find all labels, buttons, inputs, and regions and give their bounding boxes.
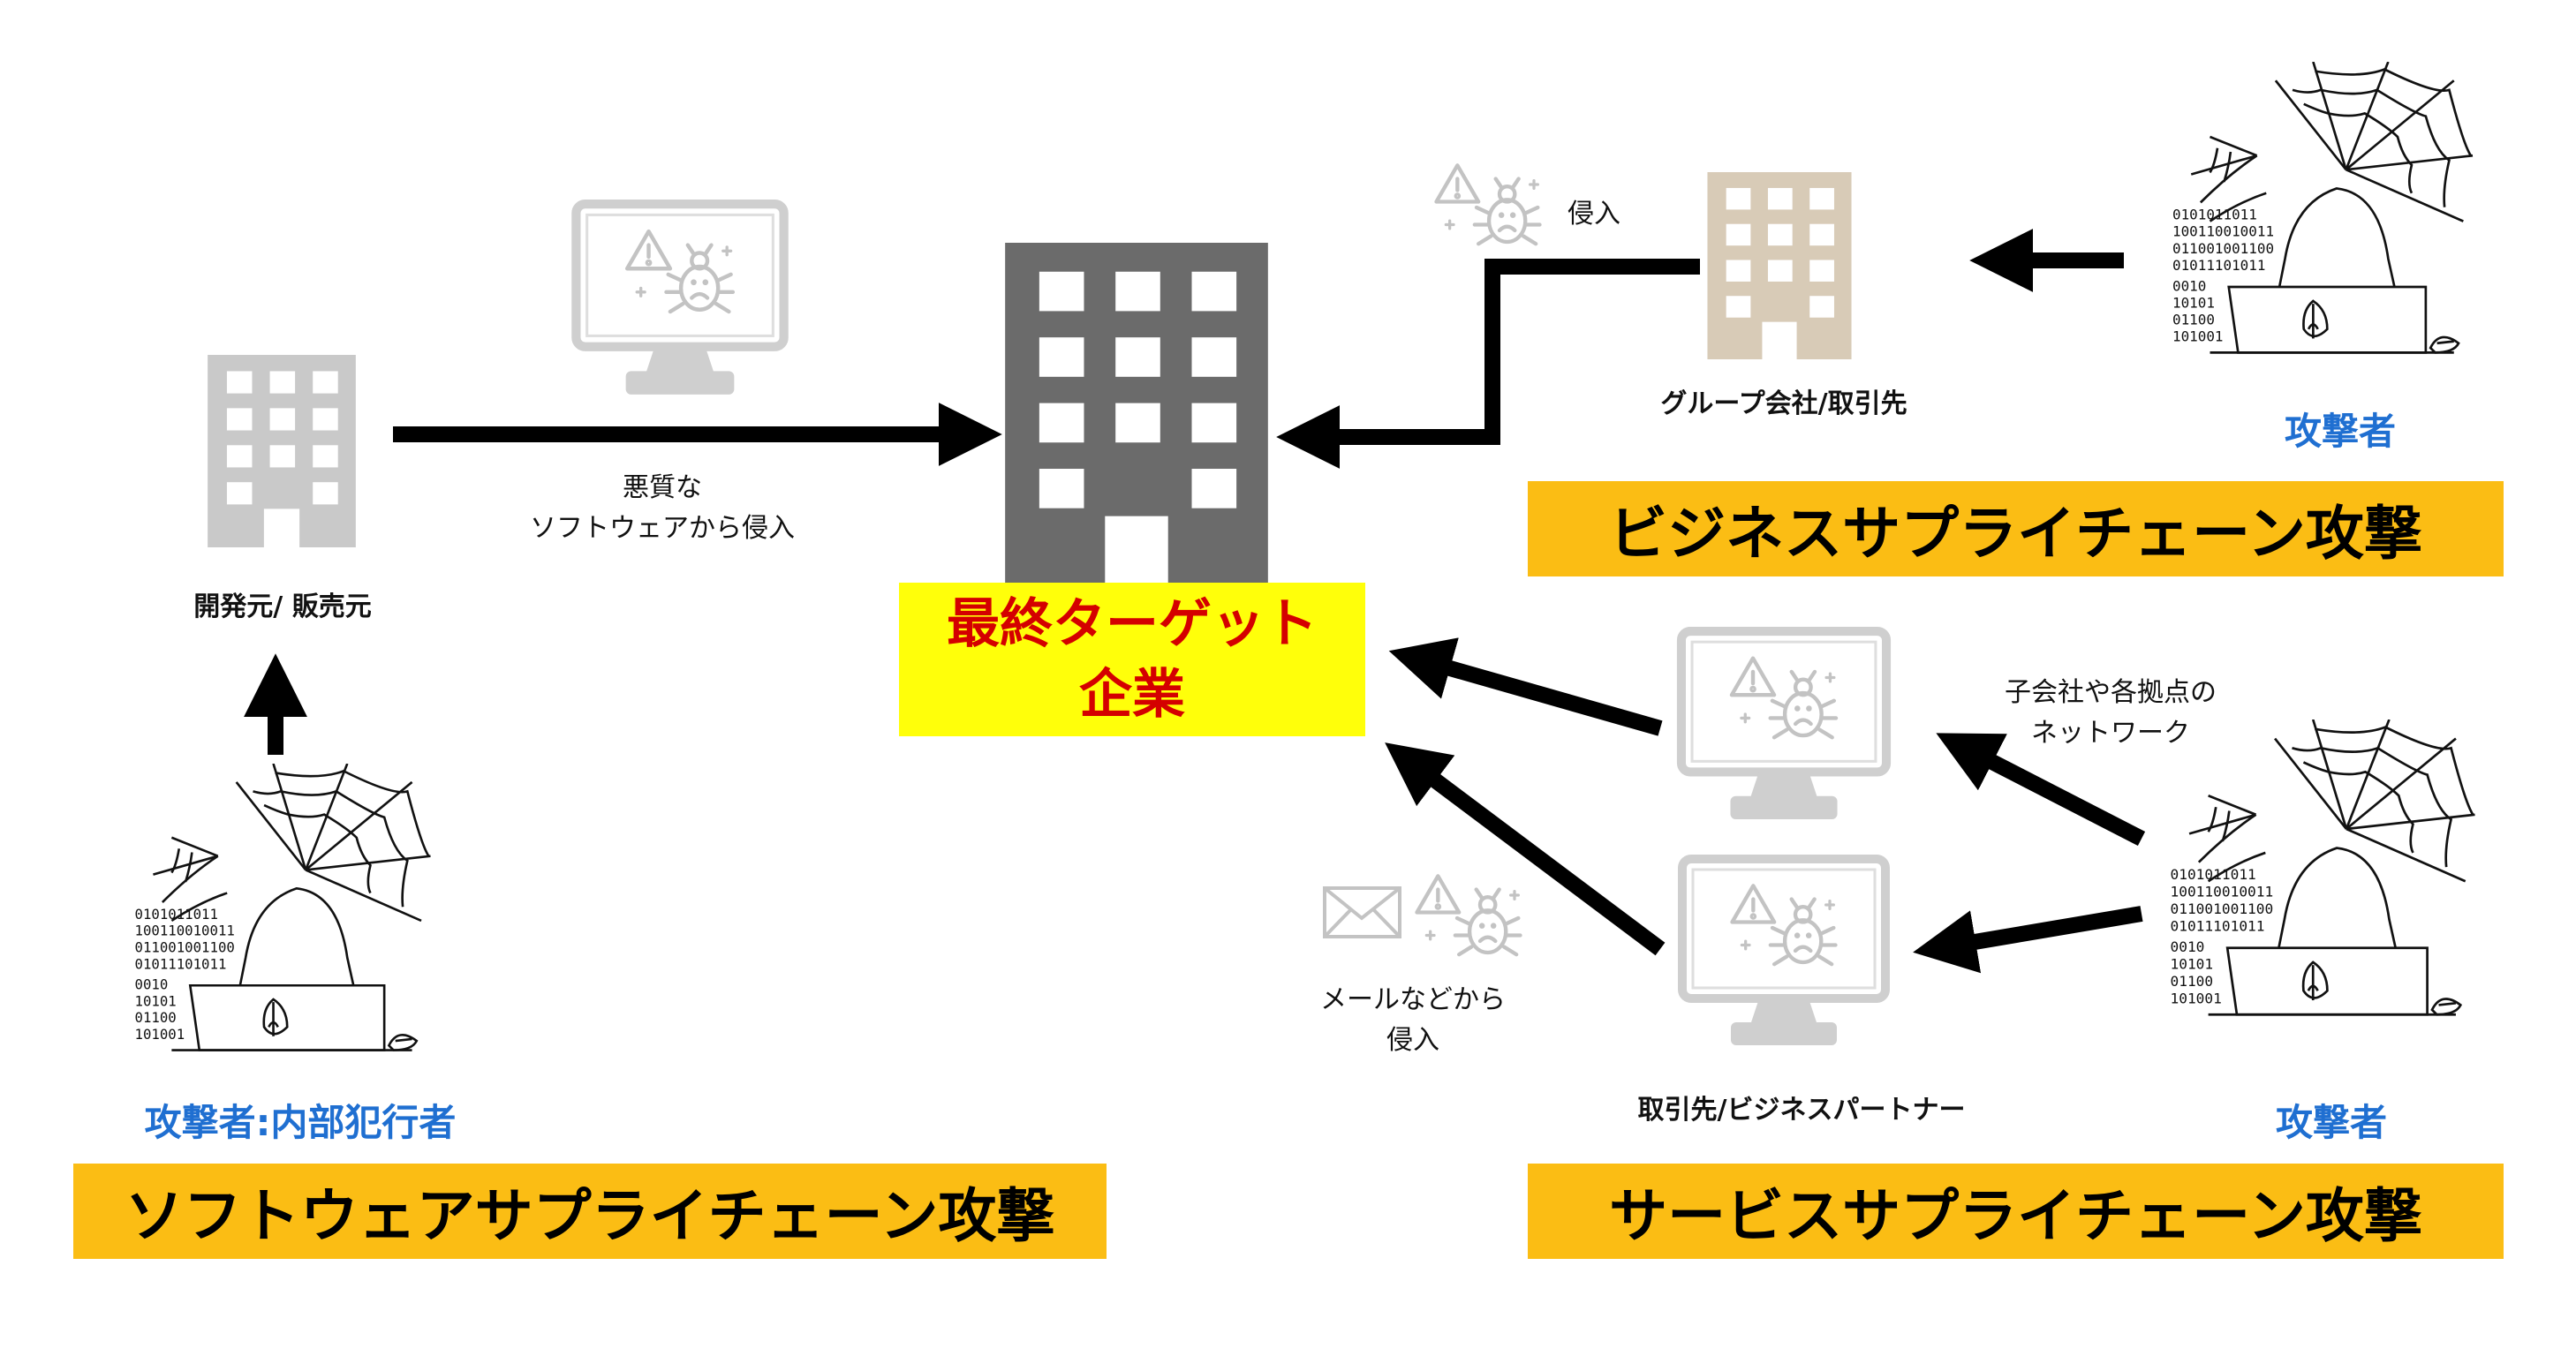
internal-attacker-icon [133, 764, 432, 1051]
network-to-target-arrow [1388, 637, 1663, 736]
mail-warning-bug-icon [1417, 876, 1521, 954]
business-attacker-label: 攻撃者 [2284, 410, 2396, 453]
partner-label: 取引先/ビジネスパートナー [1637, 1095, 1966, 1126]
internal-attacker-label: 攻撃者:内部犯行者 [144, 1101, 457, 1144]
business-attacker-icon [2171, 62, 2474, 354]
flow-label-malicious-software: 悪質な ソフトウェアから侵入 [512, 468, 812, 549]
service-attacker-to-partner-arrow [1913, 906, 2143, 974]
partner-monitor-icon [1682, 859, 1885, 1045]
network-label-line2: ネットワーク [2031, 718, 2190, 749]
intrusion-label: 侵入 [1568, 199, 1620, 230]
flow-label-line2: ソフトウェアから侵入 [530, 513, 795, 544]
source-building-icon [208, 355, 356, 547]
target-label-line1: 最終ターゲット [947, 593, 1318, 655]
service-attacker-label: 攻撃者 [2275, 1101, 2387, 1144]
intrusion-warning-bug-icon [1437, 165, 1540, 244]
group-to-target-arrow [1276, 259, 1700, 469]
flow-label-line1: 悪質な [623, 472, 702, 503]
mail-label-line2: 侵入 [1386, 1025, 1439, 1056]
service-supply-chain-banner: サービスサプライチェーン攻撃 [1528, 1164, 2504, 1259]
mail-icon [1323, 886, 1401, 938]
source-label: 開発元/ 販売元 [193, 591, 372, 622]
malware-monitor-icon [576, 204, 783, 395]
network-label: 子会社や各拠点の ネットワーク [1960, 673, 2261, 754]
partner-to-target-arrow [1385, 742, 1666, 956]
mail-intrusion-label: メールなどから 侵入 [1280, 980, 1545, 1061]
network-label-line1: 子会社や各拠点の [2005, 677, 2217, 708]
final-target-box: 最終ターゲット 企業 [899, 583, 1365, 736]
group-company-building-icon [1707, 172, 1852, 359]
mail-label-line1: メールなどから [1320, 984, 1506, 1015]
service-attacker-to-network-arrow [1936, 733, 2146, 847]
target-building-icon [1005, 243, 1268, 584]
software-supply-chain-banner: ソフトウェアサプライチェーン攻撃 [73, 1164, 1107, 1259]
group-company-label: グループ会社/取引先 [1660, 388, 1907, 419]
service-attacker-icon [2169, 719, 2476, 1016]
target-label-line2: 企業 [1079, 664, 1185, 726]
network-monitor-icon [1681, 631, 1886, 819]
business-supply-chain-banner: ビジネスサプライチェーン攻撃 [1528, 481, 2504, 576]
